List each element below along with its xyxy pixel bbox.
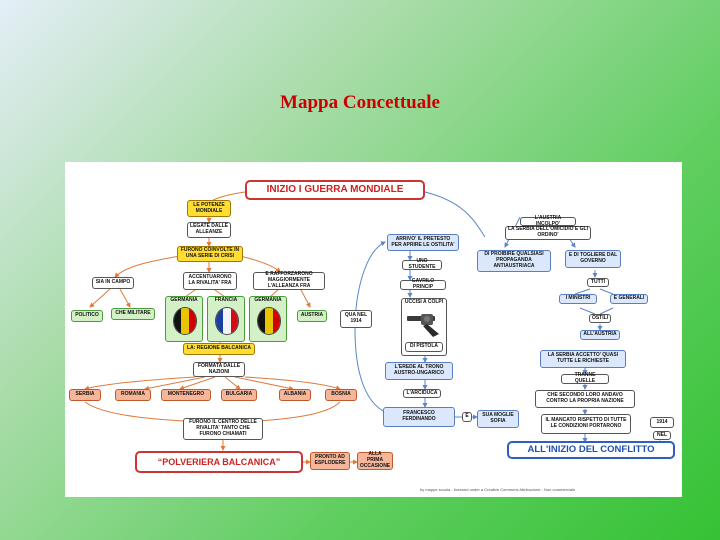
node-legate: LEGATE DALLE ALLEANZE — [187, 222, 231, 238]
node-ministri: I MINISTRI — [559, 294, 597, 304]
node-arciduca: L'ARCIDUCA — [403, 389, 441, 398]
node-militare: CHE MILITARE — [111, 308, 155, 320]
node-austria-left: AUSTRIA — [297, 310, 327, 322]
map-title: INIZIO I GUERRA MONDIALE — [245, 180, 425, 200]
node-sofia: SUA MOGLIE SOFIA — [477, 410, 519, 428]
node-gavrilo: GAVRILO PRINCIP — [400, 278, 446, 290]
node-tranne: TRANNE QUELLE — [561, 372, 609, 384]
node-serbia-omicidio: LA SERBIA DELL'OMICIDIO E GLI ORDINO' — [505, 226, 591, 240]
node-rafforzarono: E RAFFORZARONO MAGGIORMENTE L'ALLEANZA F… — [253, 272, 325, 290]
node-francesco: FRANCESCO FERDINANDO — [383, 407, 455, 427]
node-mancato: IL MANCATO RISPETTO DI TUTTE LE CONDIZIO… — [541, 414, 631, 434]
node-togliere: E DI TOGLIERE DAL GOVERNO — [565, 250, 621, 268]
pistol-icon — [407, 314, 439, 337]
node-nation-bulgaria: BULGARIA — [221, 389, 257, 401]
node-politico: POLITICO — [71, 310, 103, 322]
flag-germany-icon — [257, 307, 281, 335]
node-potenze: LE POTENZE MONDIALE — [187, 200, 231, 217]
node-anno-1914-right: 1914 — [650, 417, 674, 428]
node-occasione: ALLA PRIMA OCCASIONE — [357, 452, 393, 470]
credits-text: by mappe scuola - licensed under a Creat… — [420, 487, 576, 492]
node-nel: NEL — [653, 431, 671, 440]
node-tutti: TUTTI — [587, 278, 609, 287]
node-secondo: CHE SECONDO LORO ANDAVO CONTRO LA PROPRI… — [535, 390, 635, 408]
node-centro-rivalita: FURONO IL CENTRO DELLE RIVALITA' TANTO C… — [183, 418, 263, 440]
node-erede: L'EREDE AL TRONO AUSTRO-UNGARICO — [385, 362, 453, 380]
node-nation-romania: ROMANIA — [115, 389, 151, 401]
node-ostili: OSTILI — [589, 314, 611, 323]
node-nation-bosnia: BOSNIA — [325, 389, 357, 401]
node-accentuarono: ACCENTUARONO LA RIVALITA' FRA — [183, 272, 237, 290]
node-e-connector: E — [462, 412, 472, 422]
node-pistola: DI PISTOLA — [405, 342, 443, 352]
node-generali: E GENERALI — [610, 294, 648, 304]
node-sia-in-campo: SIA IN CAMPO — [92, 277, 134, 289]
node-austria-incolpo: L'AUSTRIA INCOLPO' — [520, 215, 576, 226]
node-formata: FORMATA DALLE NAZIONI — [193, 362, 245, 377]
concept-map: INIZIO I GUERRA MONDIALE LE POTENZE MOND… — [65, 162, 682, 497]
slide-title: Mappa Concettuale — [280, 92, 440, 113]
flag-france-icon — [215, 307, 239, 335]
node-furono-coinvolte: FURONO COINVOLTE IN UNA SERIE DI CRISI — [177, 246, 243, 262]
node-accetto: LA SERBIA ACCETTO' QUASI TUTTE LE RICHIE… — [540, 350, 626, 368]
node-allaustria: ALL'AUSTRIA — [580, 330, 620, 340]
flag-germany-icon — [173, 307, 197, 335]
node-anno-1914: QUA NEL 1914 — [340, 310, 372, 328]
node-nation-montenegro: MONTENEGRO — [161, 389, 211, 401]
node-arrivo: ARRIVO' IL PRETESTO PER APRIRE LE OSTILI… — [387, 234, 459, 251]
node-regione-balcanica: LA: REGIONE BALCANICA — [183, 343, 255, 355]
node-nation-serbia: SERBIA — [69, 389, 101, 401]
node-pronto: PRONTO AD ESPLODERE — [310, 452, 350, 470]
node-conflitto: ALL'INIZIO DEL CONFLITTO — [507, 441, 675, 459]
node-polveriera: “POLVERIERA BALCANICA” — [135, 451, 303, 473]
node-studente: UNO STUDENTE — [402, 258, 442, 270]
node-nation-albania: ALBANIA — [279, 389, 311, 401]
node-proibire: DI PROIBIRE QUALSIASI PROPAGANDA ANTIAUS… — [477, 250, 551, 272]
